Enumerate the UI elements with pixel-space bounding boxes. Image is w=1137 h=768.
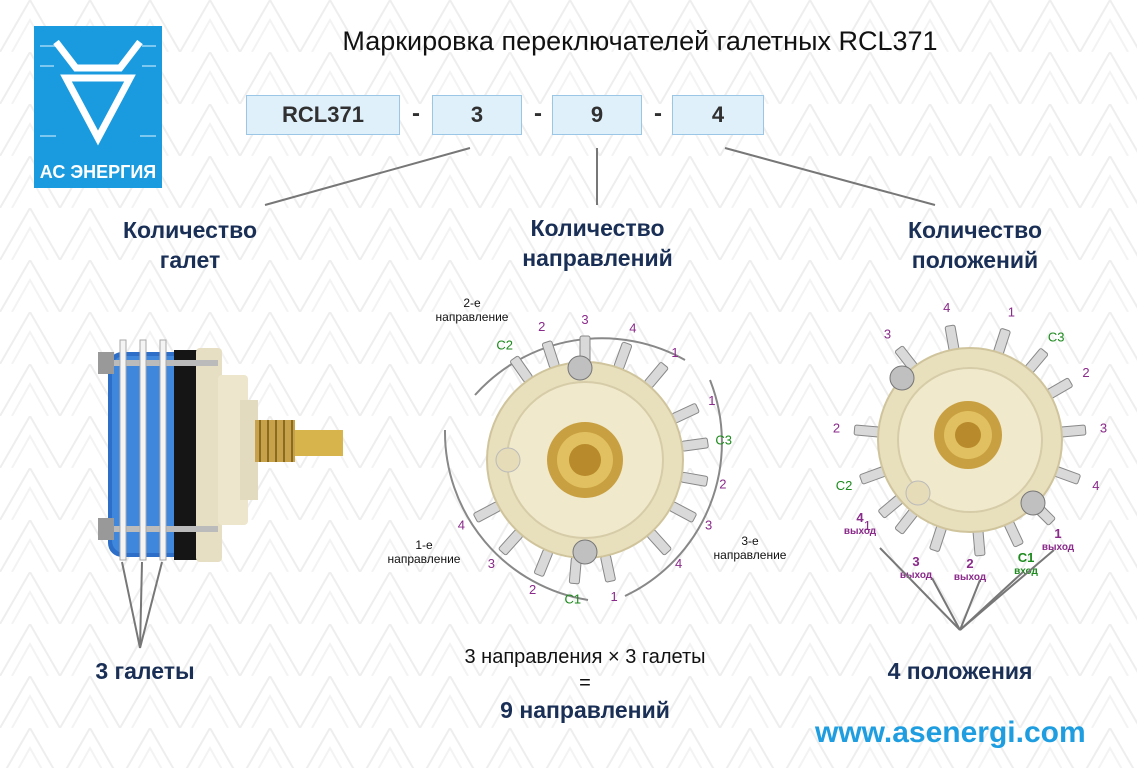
terminal-tab bbox=[1058, 424, 1087, 438]
heading-wafers: Количество галет bbox=[90, 215, 290, 275]
code-part-positions: 4 bbox=[672, 95, 764, 135]
code-separator: - bbox=[654, 100, 662, 127]
heading-positions: Количество положений bbox=[860, 215, 1090, 275]
terminal-tab bbox=[680, 471, 709, 487]
result-positions: 4 положения bbox=[887, 658, 1033, 684]
code-part-series: RCL371 bbox=[246, 95, 400, 135]
terminal-label: 1 bbox=[708, 393, 715, 408]
terminal-tab bbox=[600, 554, 616, 583]
terminal-label: 4 bbox=[629, 320, 636, 335]
terminal-tab bbox=[473, 501, 501, 523]
heading-positions-line2: положений bbox=[911, 247, 1039, 273]
terminal-label: 2 bbox=[1082, 365, 1089, 380]
heading-directions-line1: Количество bbox=[530, 215, 665, 241]
terminal-label: 1 bbox=[1008, 305, 1015, 320]
position-number: 2 bbox=[966, 556, 973, 571]
terminal-label: C2 bbox=[496, 337, 513, 352]
terminal-tab bbox=[972, 528, 986, 557]
direction-1-label: 1-е направление bbox=[384, 538, 464, 566]
terminal-tab bbox=[669, 501, 697, 523]
terminal-label: 3 bbox=[884, 326, 891, 341]
terminal-tab bbox=[671, 403, 700, 423]
heading-wafers-line1: Количество bbox=[122, 217, 258, 243]
position-role: выход bbox=[844, 526, 877, 537]
formula-line: 3 направления × 3 галеты bbox=[464, 646, 706, 668]
position-number: 1 bbox=[1054, 526, 1061, 541]
terminal-label: 4 bbox=[1092, 478, 1099, 493]
terminal-label: 3 bbox=[488, 556, 495, 571]
terminal-label: 4 bbox=[675, 556, 682, 571]
terminal-label: C3 bbox=[1048, 329, 1065, 344]
direction-2-line2: направление bbox=[435, 310, 509, 324]
terminal-label: 1 bbox=[671, 345, 678, 360]
terminal-label: 1 bbox=[864, 518, 871, 533]
code-part-directions: 9 bbox=[552, 95, 642, 135]
terminal-label: C1 bbox=[564, 591, 581, 606]
direction-1-line1: 1-е bbox=[415, 538, 433, 552]
code-separator: - bbox=[534, 100, 542, 127]
terminal-tab bbox=[613, 341, 633, 370]
svg-text:АС ЭНЕРГИЯ: АС ЭНЕРГИЯ bbox=[40, 162, 156, 182]
position-role: вход bbox=[1014, 566, 1038, 577]
heading-positions-line1: Количество bbox=[907, 217, 1043, 243]
direction-1-line2: направление bbox=[387, 552, 461, 566]
direction-2-line1: 2-е bbox=[463, 296, 481, 310]
direction-3-line1: 3-е bbox=[741, 534, 759, 548]
terminal-label: 2 bbox=[529, 582, 536, 597]
direction-3-label: 3-е направление bbox=[710, 534, 790, 562]
position-number: 4 bbox=[856, 510, 864, 525]
heading-directions-line2: направлений bbox=[522, 245, 673, 271]
terminal-label: 2 bbox=[538, 319, 545, 334]
position-number: C1 bbox=[1018, 550, 1035, 565]
page-title: Маркировка переключателей галетных RCL37… bbox=[342, 26, 938, 56]
terminal-label: 1 bbox=[610, 589, 617, 604]
code-separator: - bbox=[412, 100, 420, 127]
terminal-label: 2 bbox=[719, 476, 726, 491]
position-number: 3 bbox=[912, 554, 919, 569]
formula-equals: = bbox=[579, 672, 591, 694]
heading-wafers-line2: галет bbox=[159, 247, 221, 273]
terminal-label: 4 bbox=[458, 518, 465, 533]
switch-side-view bbox=[98, 339, 343, 649]
position-role: выход bbox=[954, 572, 987, 583]
direction-2-label: 2-е направление bbox=[432, 296, 512, 324]
terminal-label: 3 bbox=[1100, 420, 1107, 435]
terminal-tab bbox=[853, 424, 882, 438]
heading-directions: Количество направлений bbox=[480, 213, 715, 273]
terminal-label: 3 bbox=[581, 312, 588, 327]
terminal-label: C3 bbox=[715, 433, 732, 448]
terminal-label: C2 bbox=[836, 478, 853, 493]
terminal-label: 4 bbox=[943, 300, 950, 315]
terminal-tab bbox=[534, 549, 553, 577]
terminal-label: 2 bbox=[833, 420, 840, 435]
position-role: выход bbox=[1042, 542, 1075, 553]
website-link[interactable]: www.asenergi.com bbox=[815, 716, 1086, 749]
terminal-label: 3 bbox=[705, 518, 712, 533]
result-directions: 9 направлений bbox=[500, 697, 670, 723]
terminal-tab bbox=[681, 437, 709, 452]
direction-3-line2: направление bbox=[713, 548, 787, 562]
code-part-wafers: 3 bbox=[432, 95, 522, 135]
result-wafers: 3 галеты bbox=[95, 658, 195, 684]
company-logo: АС ЭНЕРГИЯ bbox=[34, 26, 162, 188]
position-role: выход bbox=[900, 570, 933, 581]
